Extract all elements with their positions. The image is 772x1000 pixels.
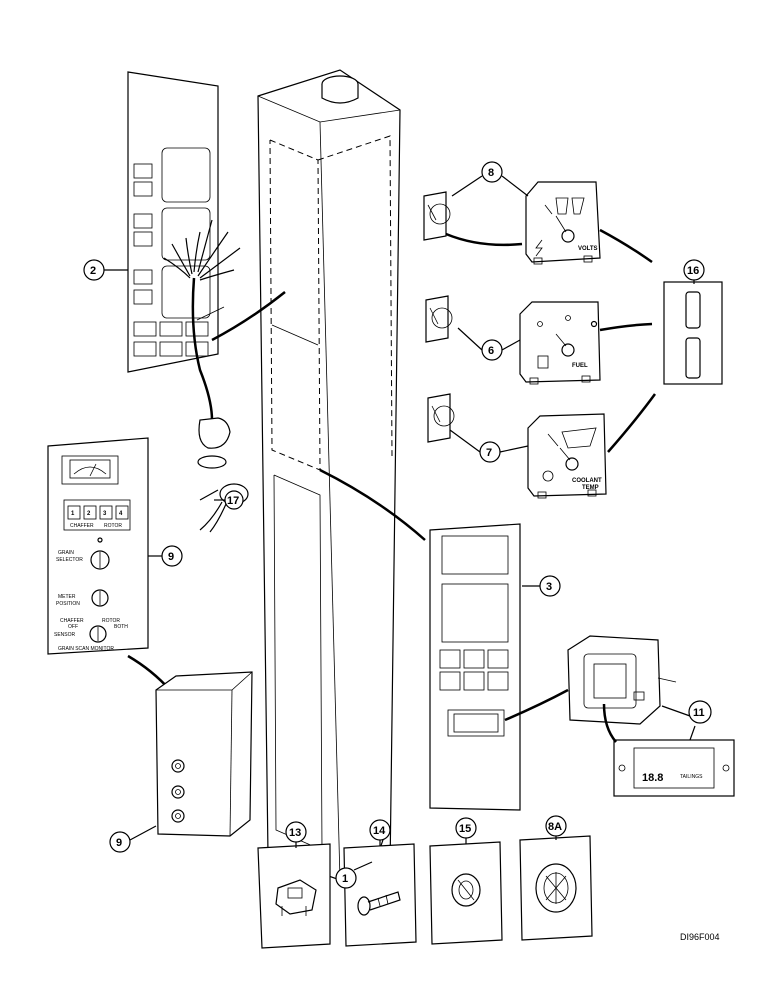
coolant-gauge-assembly: COOLANT TEMP xyxy=(427,393,657,499)
callout-11-label: 11 xyxy=(693,707,705,719)
callout-15: 15 xyxy=(455,817,477,844)
display-panel-lower xyxy=(319,468,569,811)
callout-6: 6 xyxy=(457,327,521,361)
callout-17-label: 17 xyxy=(227,495,239,507)
callout-1: 1 xyxy=(335,861,373,889)
callout-9-panel-label: 9 xyxy=(168,551,174,563)
both-switch-label: BOTH xyxy=(114,624,128,630)
callout-8a-label: 8A xyxy=(548,821,562,833)
switch-panel-upper xyxy=(127,71,286,373)
gauge-bezel-part xyxy=(519,835,593,941)
display-module: 18.8 TAILINGS xyxy=(567,635,735,797)
volts-label: VOLTS xyxy=(578,246,598,252)
knob-part xyxy=(429,841,503,945)
coolant-label-line2: TEMP xyxy=(582,485,599,491)
callout-8: 8 xyxy=(451,161,529,197)
callout-17: 17 xyxy=(199,489,244,510)
grain-scan-monitor-footer: GRAIN SCAN MONITOR xyxy=(58,646,114,652)
meter-position-label-1: METER xyxy=(58,594,76,600)
callout-2-label: 2 xyxy=(90,265,96,277)
coolant-label-line1: COOLANT xyxy=(572,478,602,484)
callout-9-housing-label: 9 xyxy=(116,837,122,849)
figure-id: DI96F004 xyxy=(680,932,720,942)
fuel-gauge-assembly: FUEL xyxy=(425,295,653,385)
callout-2: 2 xyxy=(83,259,128,281)
grain-scan-monitor-panel: 1 2 3 4 CHAFFER ROTOR GRAIN SELECTOR MET… xyxy=(47,437,171,691)
callout-13: 13 xyxy=(285,821,307,848)
grain-monitor-chaffer-label: CHAFFER xyxy=(70,523,94,529)
chaffer-switch-label: CHAFFER xyxy=(60,618,84,624)
volts-gauge-assembly: VOLTS xyxy=(423,181,653,265)
grain-monitor-button-2: 2 xyxy=(87,511,91,517)
callout-1-label: 1 xyxy=(342,873,348,885)
callout-16-label: 16 xyxy=(687,265,699,277)
display-digits: 18.8 xyxy=(642,772,663,784)
callout-3: 3 xyxy=(522,575,561,597)
grain-selector-label-1: GRAIN xyxy=(58,550,74,556)
off-switch-label: OFF xyxy=(68,624,78,630)
sensor-label: SENSOR xyxy=(54,632,76,638)
grain-monitor-button-4: 4 xyxy=(119,511,123,517)
callout-16: 16 xyxy=(683,259,705,284)
callout-13-label: 13 xyxy=(289,827,301,839)
connector-clips xyxy=(663,281,723,385)
callout-11: 11 xyxy=(661,700,712,741)
callout-14: 14 xyxy=(369,819,391,846)
callout-14-label: 14 xyxy=(373,825,386,837)
callout-3-label: 3 xyxy=(546,581,552,593)
rotor-switch-label: ROTOR xyxy=(102,618,120,624)
grain-monitor-rotor-label: ROTOR xyxy=(104,523,122,529)
callout-9-panel: 9 xyxy=(148,545,183,567)
fuel-label: FUEL xyxy=(572,363,588,369)
grain-monitor-button-3: 3 xyxy=(103,511,107,517)
bolt-part xyxy=(343,843,417,947)
monitor-housing xyxy=(155,671,253,837)
callout-9-housing: 9 xyxy=(109,825,157,853)
callout-8-label: 8 xyxy=(488,167,494,179)
callout-7-label: 7 xyxy=(486,447,492,459)
clip-part xyxy=(257,843,331,949)
grain-monitor-button-1: 1 xyxy=(71,511,75,517)
callout-8a: 8A xyxy=(545,815,567,840)
callout-7: 7 xyxy=(449,429,529,463)
grain-selector-label-2: SELECTOR xyxy=(56,557,83,563)
tailings-label: TAILINGS xyxy=(680,774,703,780)
meter-position-label-2: POSITION xyxy=(56,601,80,607)
callout-15-label: 15 xyxy=(459,823,471,835)
callout-6-label: 6 xyxy=(488,345,494,357)
